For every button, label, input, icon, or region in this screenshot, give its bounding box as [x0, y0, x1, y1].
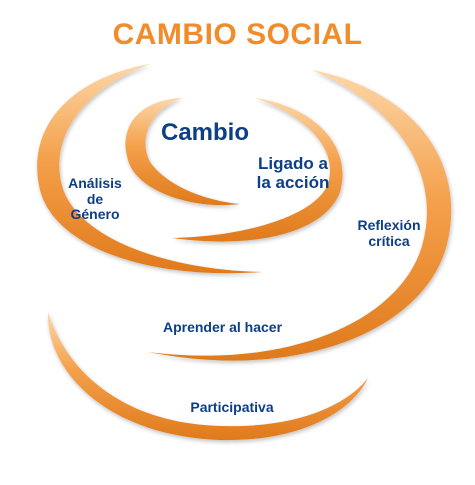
- label-analisis-de-genero: Análisis de Género: [45, 175, 145, 223]
- label-reflexion-critica: Reflexión crítica: [334, 217, 444, 249]
- diagram-title: CAMBIO SOCIAL: [112, 18, 363, 51]
- label-analisis-line3: Género: [70, 206, 120, 223]
- label-cambio: Cambio: [160, 119, 249, 146]
- label-ligado-line1: Ligado a: [258, 154, 328, 173]
- label-ligado-line2: la acción: [256, 173, 330, 193]
- label-reflexion-line2: crítica: [368, 232, 410, 249]
- label-ligado-a-la-accion: Ligado a la acción: [238, 154, 348, 192]
- label-reflexion-line1: Reflexión: [357, 217, 421, 233]
- bottom-spiral-arc: [47, 312, 369, 441]
- label-analisis-line2: de: [86, 190, 104, 207]
- inner-spiral-arc: [125, 98, 240, 206]
- label-participativa: Participativa: [190, 399, 274, 415]
- label-aprender-al-hacer: Aprender al hacer: [162, 319, 283, 335]
- label-analisis-line1: Análisis: [68, 175, 122, 191]
